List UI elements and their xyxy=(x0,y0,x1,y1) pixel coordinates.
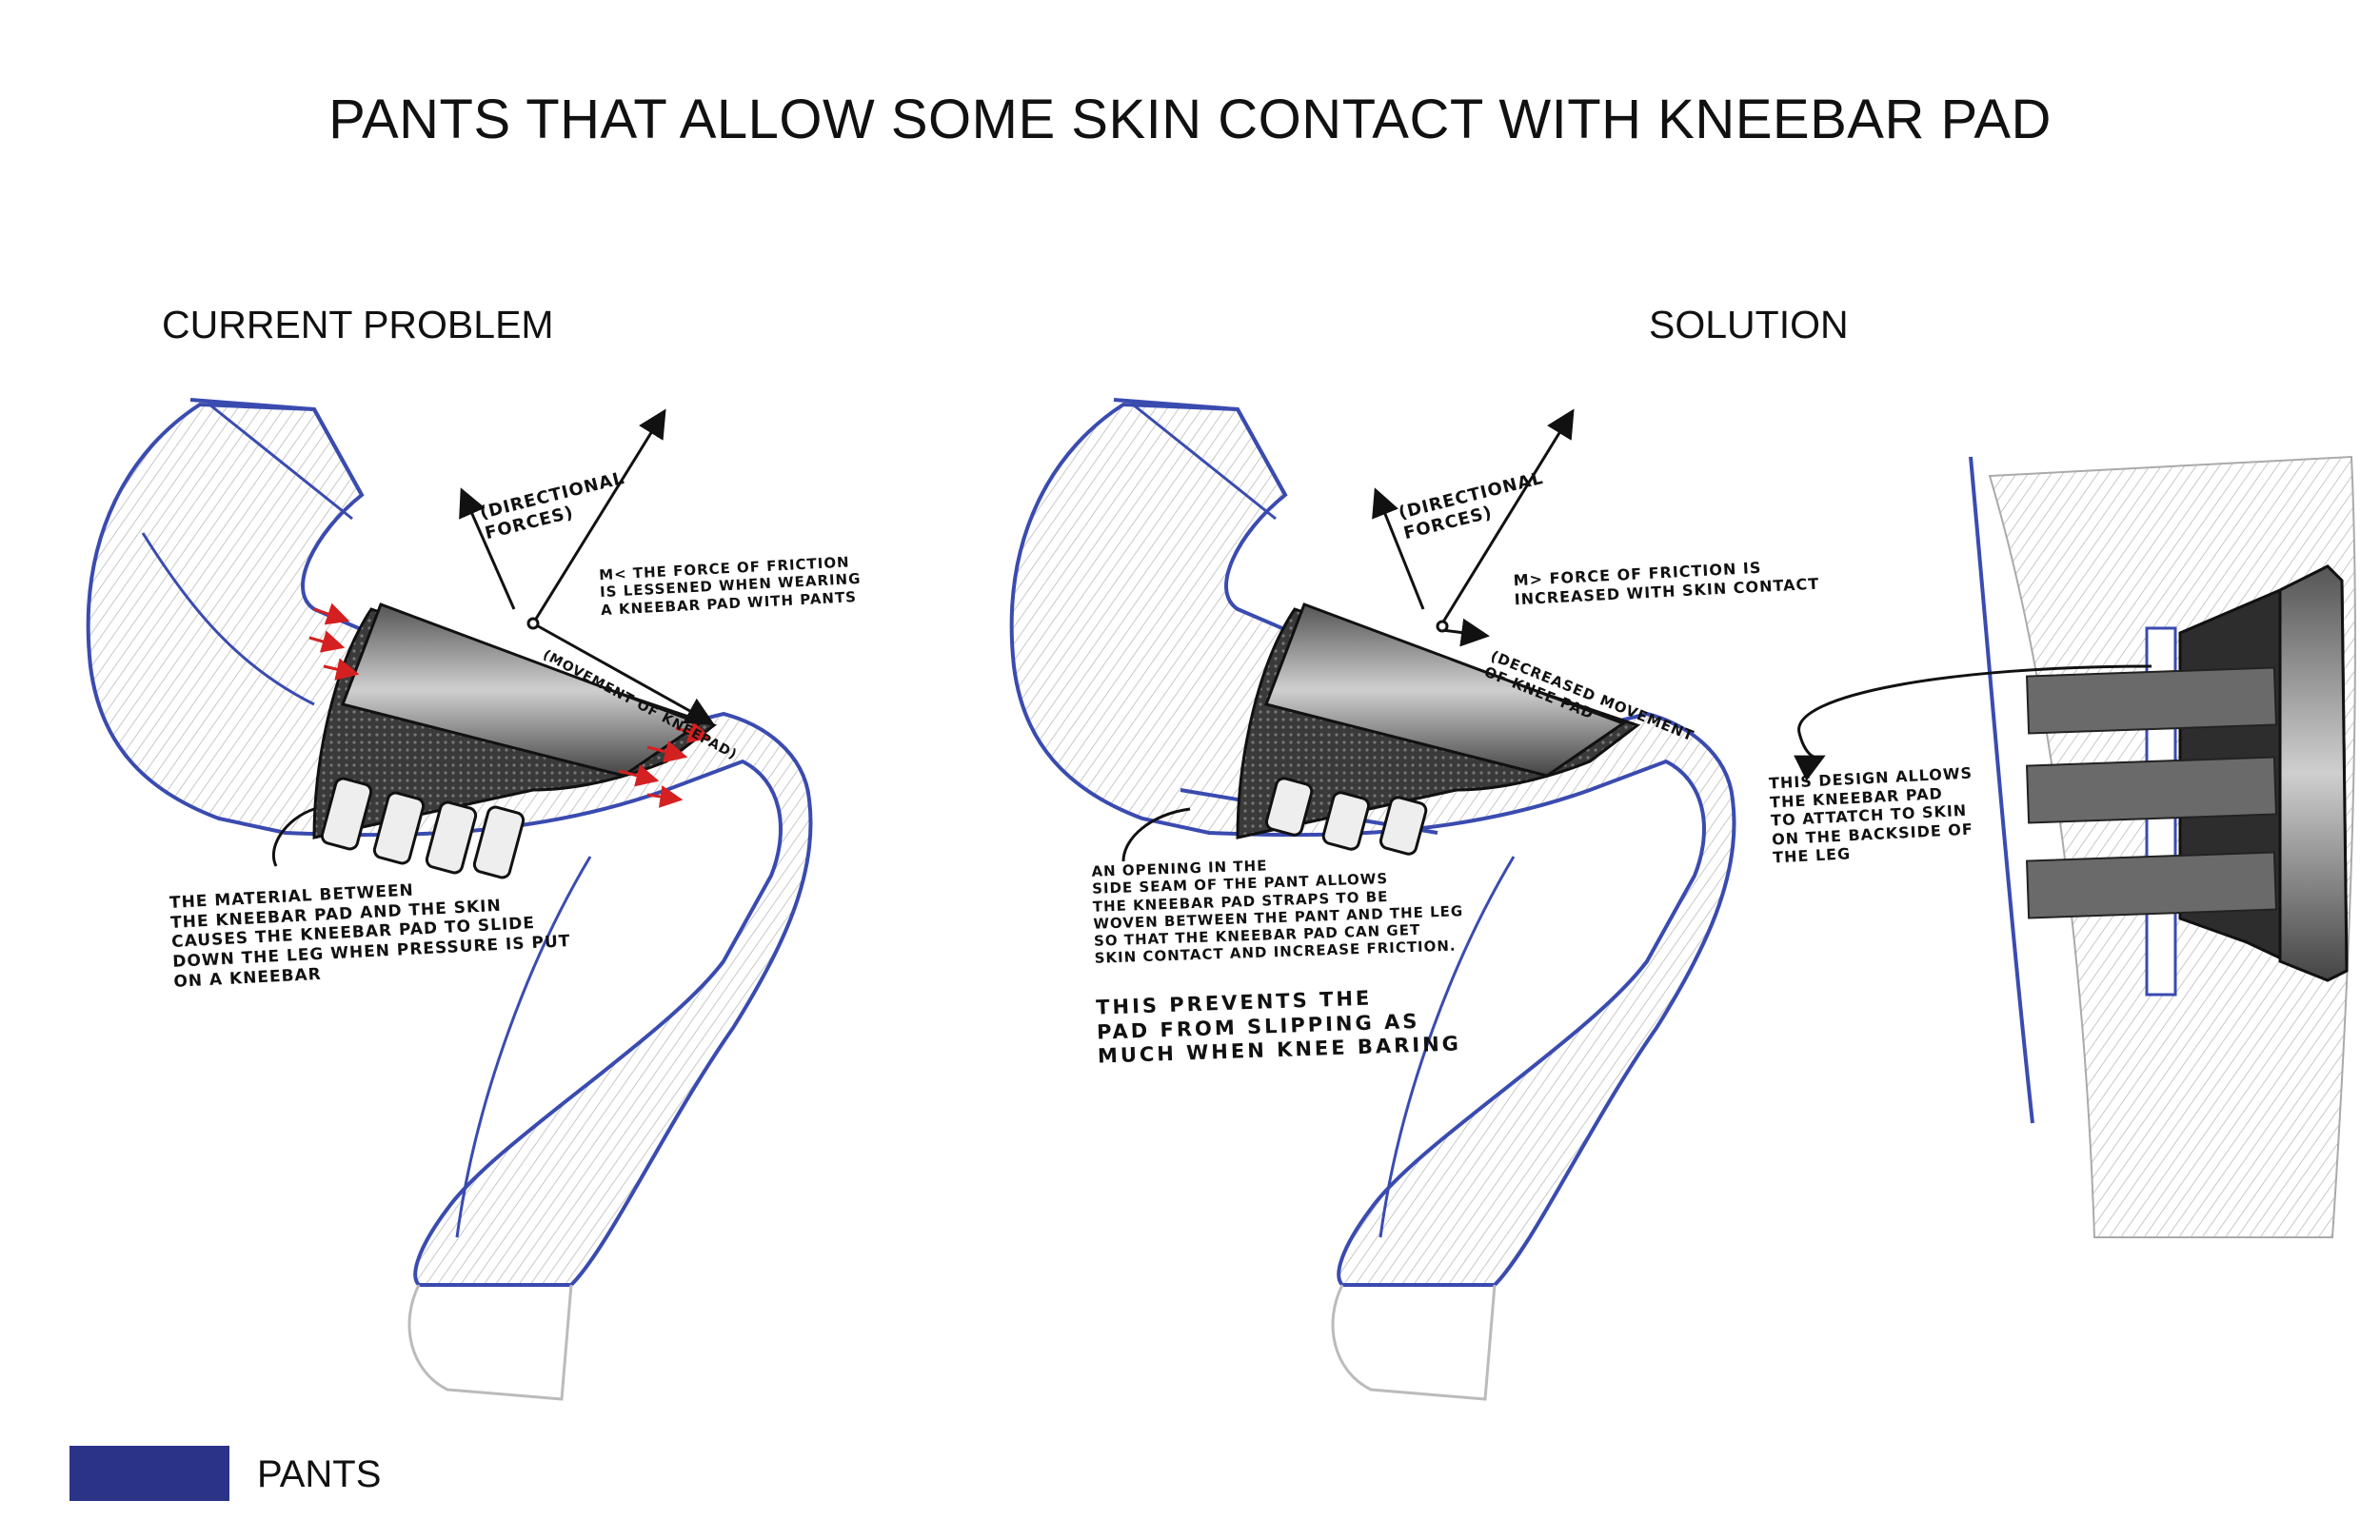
note-opening-right: AN OPENING IN THE SIDE SEAM OF THE PANT … xyxy=(1091,857,1464,968)
note-prevents-right: THIS PREVENTS THE PAD FROM SLIPPING AS M… xyxy=(1095,986,1462,1068)
force-arrows-red xyxy=(308,602,712,808)
leg-backside-detail xyxy=(1794,455,2356,1238)
legend-label: PANTS xyxy=(257,1453,382,1495)
kneebar-pad-right xyxy=(1236,602,1641,856)
note-design-backside: THIS DESIGN ALLOWS THE KNEEBAR PAD TO AT… xyxy=(1768,763,1974,867)
heading-current-problem: CURRENT PROBLEM xyxy=(162,303,554,346)
kneebar-pad-left xyxy=(312,602,718,879)
page-title: PANTS THAT ALLOW SOME SKIN CONTACT WITH … xyxy=(328,89,2052,150)
force-vectors-left xyxy=(271,408,715,867)
force-vectors-right xyxy=(1121,408,1575,862)
legend-swatch-pants xyxy=(69,1446,229,1501)
heading-solution: SOLUTION xyxy=(1649,303,1849,346)
note-material-left: THE MATERIAL BETWEEN THE KNEEBAR PAD AND… xyxy=(169,880,571,992)
leg-sketch-left xyxy=(86,398,813,1401)
